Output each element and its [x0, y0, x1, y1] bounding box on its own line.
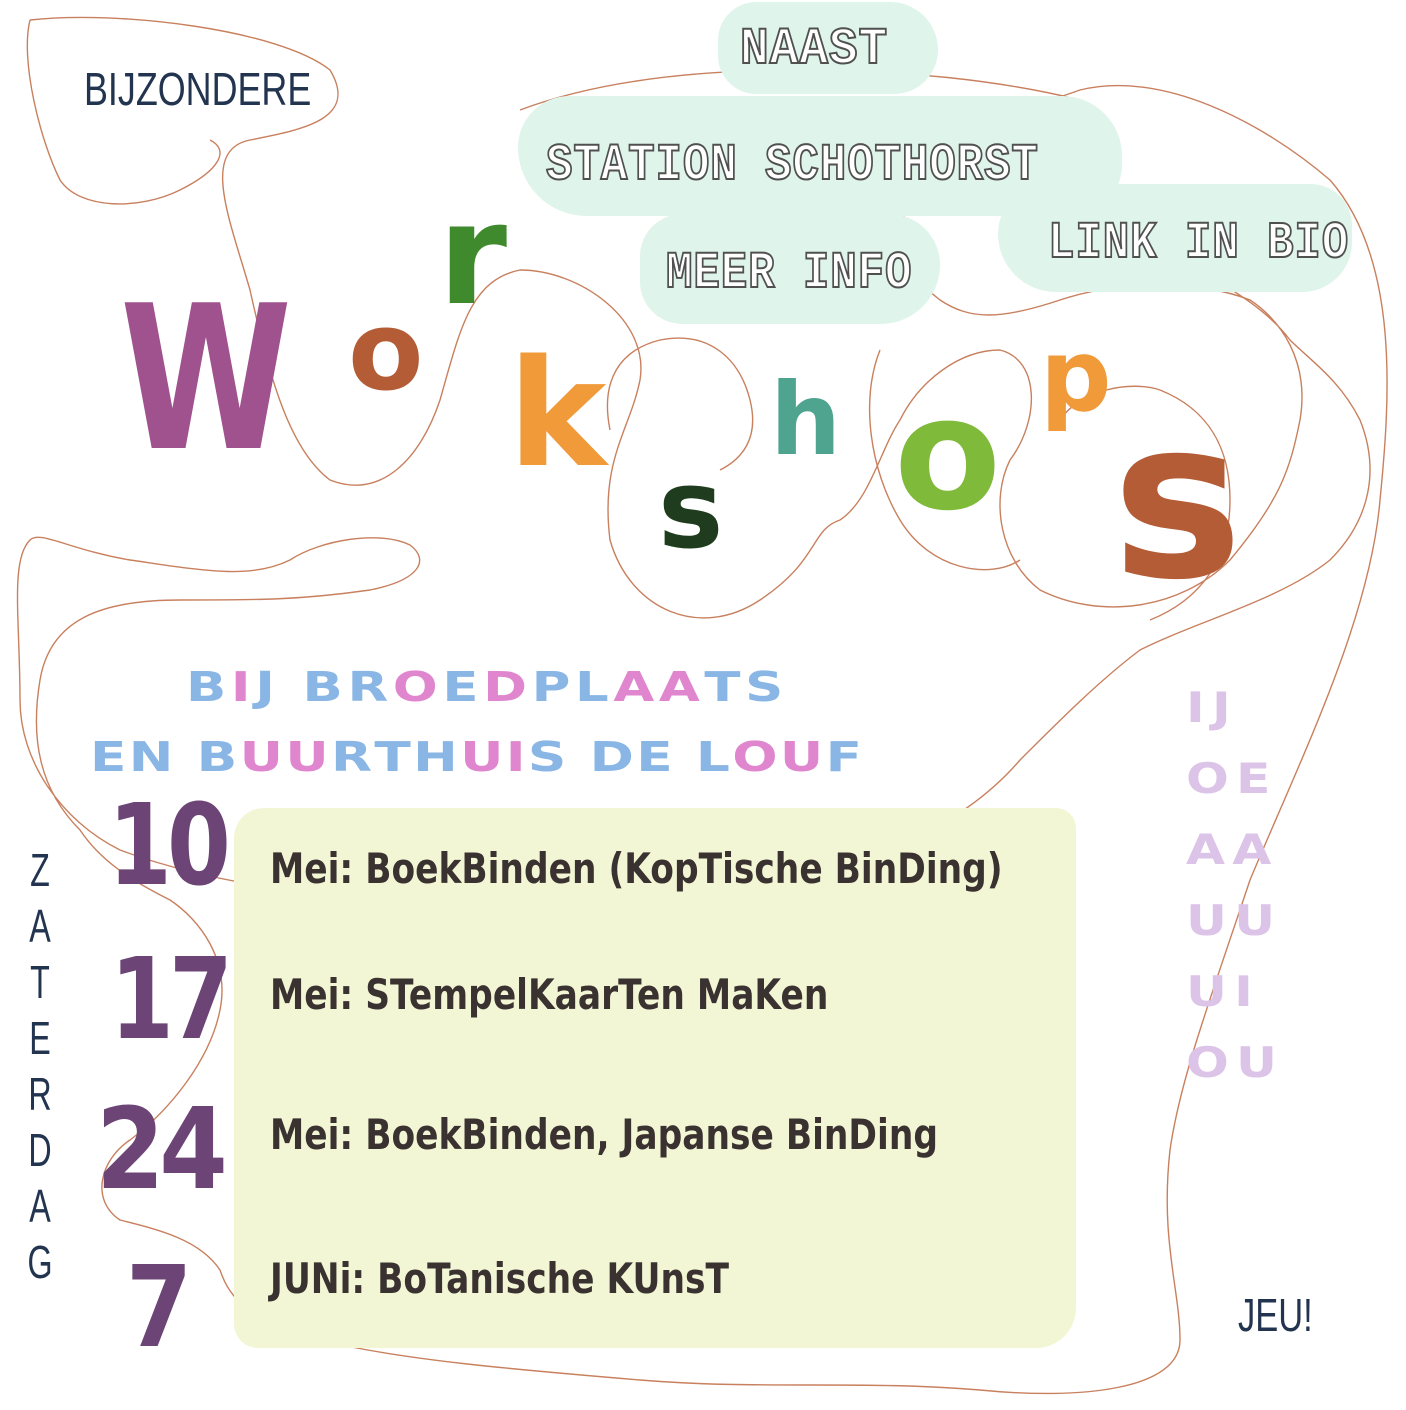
side-label-letter: A: [29, 900, 51, 952]
event-text-2: Mei: STempelKaarTen MaKen: [270, 970, 829, 1019]
title-letter: o: [348, 287, 424, 415]
title-letter: o: [894, 363, 1002, 545]
location-letter: E: [90, 732, 129, 781]
location-letter: O: [392, 662, 443, 711]
title-letter: k: [508, 328, 607, 500]
location-letter: N: [128, 732, 176, 781]
event-text-3: Mei: BoekBinden, Japanse BinDing: [270, 1110, 939, 1159]
location-letter: O: [732, 732, 780, 781]
location-letter: [280, 666, 303, 707]
location-letter: P: [531, 662, 576, 711]
location-letter: R: [330, 732, 375, 781]
location-letter: E: [442, 662, 484, 711]
side-label-letter: D: [28, 1124, 52, 1176]
bubble-station-text: STATION SCHOTHORST: [545, 136, 1039, 195]
bubble-meer-info: [640, 214, 940, 324]
event-day-4: 7: [126, 1243, 192, 1373]
bubble-naast: [718, 2, 938, 94]
location-letter: I: [505, 732, 528, 781]
vowel-combination: OE: [1186, 754, 1278, 803]
location-letter: [176, 736, 197, 777]
event-day-1: 10: [108, 781, 231, 911]
vowel-combinations-column: IJ OE AA UU UI OU: [1186, 672, 1286, 1098]
location-letter: T: [704, 662, 746, 711]
title-letter: W: [120, 263, 293, 496]
vowel-combination: OU: [1186, 1038, 1285, 1087]
title-letter: s: [1112, 372, 1243, 628]
location-letter: [675, 736, 696, 777]
vowel-combination: UU: [1186, 896, 1283, 945]
location-letter: U: [460, 732, 506, 781]
location-letter: A: [613, 662, 659, 711]
bubble-link-in-bio: [998, 184, 1352, 292]
location-letter: L: [695, 732, 733, 781]
location-letter: B: [196, 732, 240, 781]
event-text-1: Mei: BoekBinden (KopTische BinDing): [270, 844, 1003, 893]
bubble-naast-text: NAAST: [739, 20, 889, 79]
location-letter: D: [483, 662, 532, 711]
vowel-combination: IJ: [1186, 683, 1238, 732]
side-label-letter: R: [28, 1068, 52, 1120]
side-label-letter: Z: [30, 844, 50, 896]
location-line-2: EN BUURTHUIS DE LOUF: [90, 736, 864, 777]
location-letter: E: [636, 732, 676, 781]
location-letter: H: [413, 732, 461, 781]
side-label-letter: T: [30, 956, 50, 1008]
location-letter: D: [589, 732, 637, 781]
location-letter: L: [575, 662, 614, 711]
title-letter: p: [1040, 317, 1112, 434]
title-letter: h: [770, 361, 842, 478]
location-letter: U: [285, 732, 331, 781]
label-jeu: JEU!: [1238, 1289, 1313, 1341]
location-letter: U: [239, 732, 286, 781]
event-day-2: 17: [110, 935, 233, 1065]
location-line-1: BIJ BROEDPLAATS: [186, 666, 788, 707]
location-letter: A: [658, 662, 705, 711]
side-label-letter: A: [29, 1180, 51, 1232]
label-bijzondere: BIJZONDERE: [84, 63, 312, 115]
location-letter: T: [374, 732, 414, 781]
location-letter: I: [230, 662, 256, 711]
title-letter: r: [438, 174, 508, 337]
side-label-letter: G: [27, 1236, 53, 1288]
location-letter: S: [745, 662, 788, 711]
title-letter: s: [658, 445, 724, 573]
location-letter: U: [779, 732, 826, 781]
vowel-combination: AA: [1186, 825, 1279, 874]
location-letter: J: [255, 662, 280, 711]
location-letter: S: [527, 732, 569, 781]
vowel-combination: UI: [1186, 967, 1261, 1016]
location-letter: F: [825, 732, 865, 781]
events-panel: [234, 808, 1076, 1348]
event-day-3: 24: [96, 1085, 228, 1215]
location-letter: B: [302, 662, 348, 711]
event-text-4: JUNi: BoTanische KUnsT: [270, 1254, 730, 1303]
side-label-letter: E: [29, 1012, 51, 1064]
bubble-link-in-bio-text: LINK IN BIO: [1047, 214, 1350, 273]
location-letter: [569, 736, 590, 777]
location-letter: R: [347, 662, 393, 711]
bubble-meer-info-text: MEER INFO: [665, 244, 913, 303]
location-letter: B: [186, 662, 231, 711]
